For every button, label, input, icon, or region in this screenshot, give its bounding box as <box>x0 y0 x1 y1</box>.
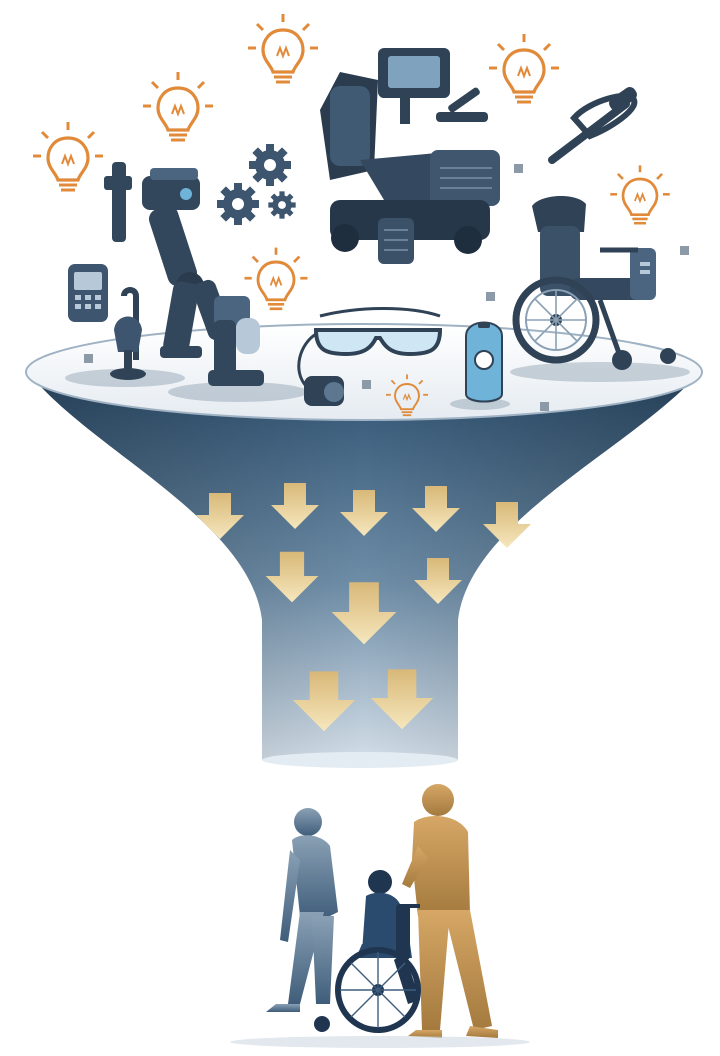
phone-device-icon <box>68 264 108 322</box>
funnel-spout-rim <box>262 752 458 768</box>
reaching-tool-icon <box>548 87 638 164</box>
smart-glasses-icon <box>297 307 443 406</box>
wheelchair-icon <box>512 195 676 370</box>
lightbulb-icon <box>608 164 672 225</box>
lightbulb-icon <box>31 120 105 192</box>
lightbulb-icon <box>141 70 215 142</box>
people-group <box>230 784 530 1048</box>
hearing-device-icon <box>465 321 503 403</box>
gear-icon <box>217 183 259 225</box>
lightbulb-icon <box>243 246 309 311</box>
funnel <box>25 323 703 768</box>
sparkle-dots <box>84 164 689 411</box>
gear-icon <box>249 144 291 186</box>
gears <box>217 144 296 225</box>
walking-cane-icon <box>110 287 146 380</box>
wheelchair-user <box>314 870 421 1033</box>
gear-icon <box>268 191 296 219</box>
walking-person <box>266 808 338 1012</box>
pushing-person <box>402 784 498 1038</box>
lightbulb-icon <box>487 32 561 104</box>
power-wheelchair-icon <box>320 48 500 264</box>
robot-arm-icon <box>104 162 264 386</box>
lightbulb-icon <box>246 12 320 84</box>
